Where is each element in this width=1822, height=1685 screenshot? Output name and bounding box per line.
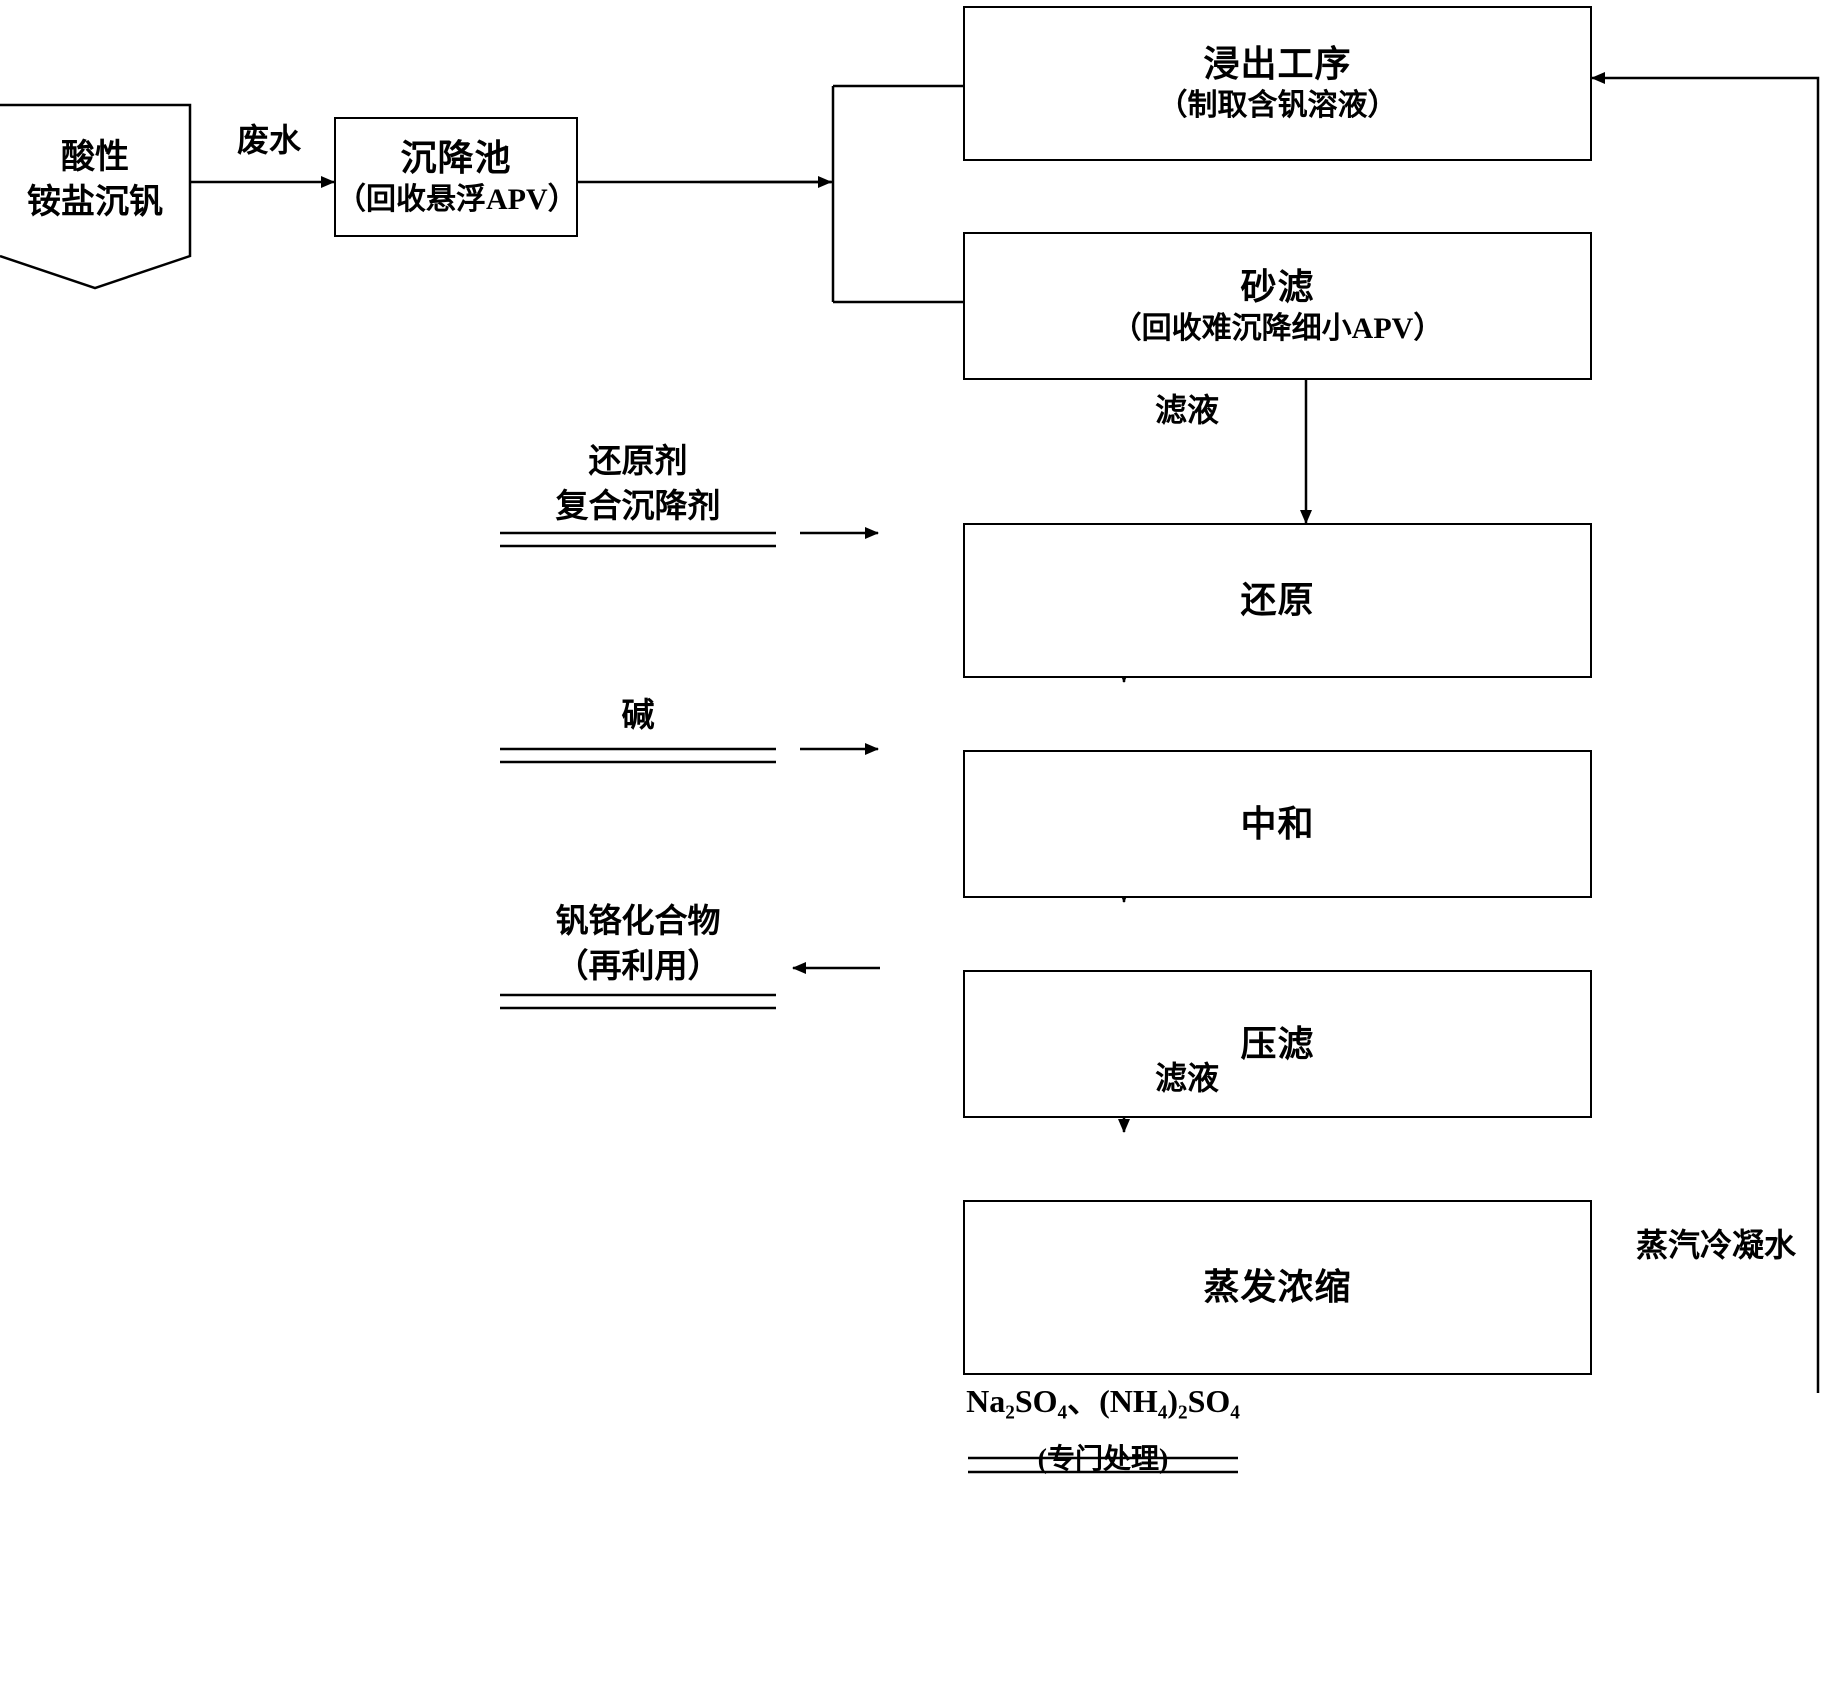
material-input-alkali-line1: 碱	[621, 698, 655, 734]
material-output-vcr-line2: （再利用）	[555, 948, 721, 985]
material-output-vcr-line1: 钒铬化合物	[555, 904, 721, 940]
edge-label-filtrate-2: 滤液	[1154, 1060, 1219, 1096]
node-filter-press[interactable]: 压滤	[963, 970, 1592, 1118]
node-leaching[interactable]: 浸出工序 （制取含钒溶液）	[963, 6, 1592, 161]
node-reduction[interactable]: 还原	[963, 523, 1592, 678]
node-evaporation-title: 蒸发浓缩	[1203, 1267, 1352, 1308]
node-source-line2: 铵盐沉钒	[27, 183, 163, 221]
node-filter-press-title: 压滤	[1240, 1023, 1315, 1064]
material-input-alkali: 碱	[500, 694, 776, 739]
node-neutralization[interactable]: 中和	[963, 750, 1592, 898]
node-leaching-title: 浸出工序	[1203, 44, 1352, 85]
material-output-salts: Na₂SO₄、(NH₄)₂SO₄ (专门处理)	[953, 1380, 1253, 1479]
node-sand-filter-title: 砂滤	[1240, 266, 1315, 307]
node-settling-pond[interactable]: 沉降池 （回收悬浮APV）	[334, 117, 578, 237]
edge-condensate-return	[1591, 72, 1820, 1393]
node-evaporation[interactable]: 蒸发浓缩	[963, 1200, 1592, 1375]
material-output-vcr-compound: 钒铬化合物 （再利用）	[500, 900, 776, 989]
node-settling-pond-subtitle: （回收悬浮APV）	[336, 182, 578, 216]
node-settling-pond-title: 沉降池	[400, 137, 512, 178]
node-source-line1: 酸性	[61, 139, 129, 177]
material-input-reductant-line1: 还原剂	[588, 444, 688, 480]
edge-label-filtrate-1: 滤液	[1154, 392, 1219, 428]
node-leaching-subtitle: （制取含钒溶液）	[1157, 89, 1398, 123]
node-neutralization-title: 中和	[1240, 803, 1315, 844]
material-output-salts-note: (专门处理)	[1037, 1444, 1169, 1476]
edge-label-steam-condensate: 蒸汽冷凝水	[1635, 1227, 1796, 1263]
material-input-reductant-line2: 复合沉降剂	[555, 488, 721, 525]
node-source[interactable]: 酸性 铵盐沉钒	[0, 105, 190, 256]
material-input-reductant: 还原剂 复合沉降剂	[500, 440, 776, 529]
edge-label-wastewater: 废水	[236, 122, 301, 158]
node-source-text: 酸性 铵盐沉钒	[27, 136, 163, 224]
material-output-salts-formula: Na₂SO₄、(NH₄)₂SO₄	[966, 1383, 1240, 1419]
node-sand-filter[interactable]: 砂滤 （回收难沉降细小APV）	[963, 232, 1592, 380]
node-reduction-title: 还原	[1240, 580, 1315, 621]
node-sand-filter-subtitle: （回收难沉降细小APV）	[1111, 311, 1444, 345]
